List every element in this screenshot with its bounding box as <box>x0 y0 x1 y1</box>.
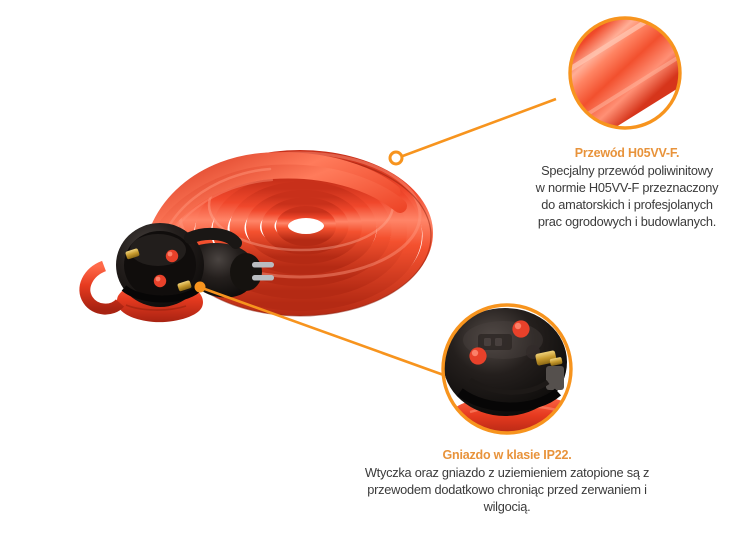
magnifier-ring-cable <box>568 16 682 130</box>
black-plug-socket-assembly <box>116 223 274 307</box>
anchor-ring-cable <box>388 150 404 166</box>
callout-body-line: przewodem dodatkowo chroniąc przed zerwa… <box>367 482 647 497</box>
callout-text-cable: Przewód H05VV-F. Specjalny przewód poliw… <box>508 146 746 230</box>
magnifier-ring-socket <box>441 303 573 435</box>
leader-line-socket <box>201 286 453 380</box>
callout-body-line: Wtyczka oraz gniazdo z uziemieniem zatop… <box>364 465 650 480</box>
callout-body-line: do amatorskich i profesjolanych <box>541 197 713 212</box>
callout-body-socket: Wtyczka oraz gniazdo z uziemieniem zatop… <box>348 464 666 515</box>
anchor-ring-socket <box>194 281 206 293</box>
callout-text-socket: Gniazdo w klasie IP22. Wtyczka oraz gnia… <box>348 448 666 515</box>
callout-heading-socket: Gniazdo w klasie IP22. <box>442 448 572 462</box>
leader-line-cable <box>399 97 557 159</box>
callout-body-line: w normie H05VV-F przeznaczony <box>535 180 719 195</box>
callout-body-line: Specjalny przewód poliwinitowy <box>541 163 713 178</box>
callout-body-line: wilgocią. <box>483 499 531 514</box>
callout-heading-cable: Przewód H05VV-F. <box>574 146 680 160</box>
callout-body-line: prac ogrodowych i budowlanych. <box>537 214 717 229</box>
callout-body-cable: Specjalny przewód poliwinitowy w normie … <box>508 162 746 230</box>
